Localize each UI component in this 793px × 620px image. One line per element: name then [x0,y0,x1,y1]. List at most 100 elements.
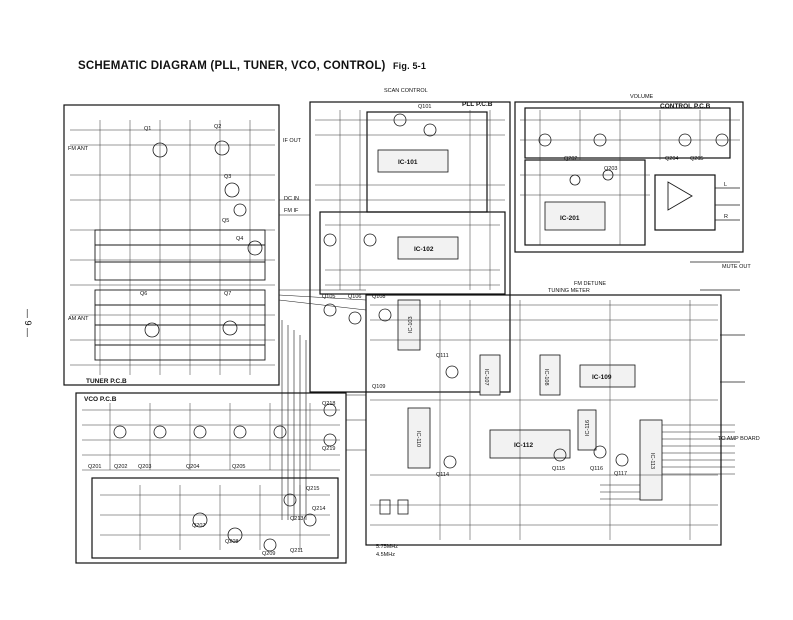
q209-label: Q209 [262,551,275,557]
control-wiring [520,110,740,245]
ic102-label: IC-102 [414,246,434,253]
pll-wiring [315,110,505,290]
ic201-chip [544,201,606,231]
tuner-wiring [70,120,275,375]
q108-label: Q108 [372,294,385,300]
vco-transistors [113,403,337,552]
transistor-q3: Q3 [224,174,240,198]
q101-label: Q101 [418,104,431,110]
vco-wiring [82,403,340,550]
tuner-board-outline [63,104,280,386]
ic107-chip [479,354,501,396]
tuning-meter-label: TUNING METER [548,288,590,294]
svg-text:Q1: Q1 [144,126,151,132]
ic109-chip [579,364,636,388]
pll-transistors [323,113,437,325]
transistor-q7: Q7 [222,291,238,336]
right-channel-label: R [724,214,728,220]
diagram-title: SCHEMATIC DIAGRAM (PLL, TUNER, VCO, CONT… [78,60,426,72]
freq-1-label: 5.75MHz [376,544,398,550]
svg-text:Q5: Q5 [222,218,229,224]
fm-detune-label: FM DETUNE [574,281,606,287]
q214-label: Q214 [312,506,325,512]
ic101-label: IC-101 [398,159,418,166]
ic116-chip [577,409,597,451]
volume-label: VOLUME [630,94,654,100]
control-ic-outline [524,159,646,246]
tuner-dense-blocks [94,229,266,361]
ic101-chip [377,149,449,173]
pll-board-label: PLL P.C.B [462,101,493,108]
transistor-q6: Q6 [140,291,160,338]
q204-label: Q204 [186,464,199,470]
q204-control-label: Q204 [665,156,678,162]
q202-label: Q202 [114,464,127,470]
ic109-label: IC-109 [592,374,612,381]
to-amp-board-label: TO AMP BOARD [718,436,760,442]
ic112-chip [489,429,571,459]
control-board-outline [514,101,744,253]
transistor-q1: Q1 [144,126,168,158]
q202-control-label: Q202 [564,156,577,162]
q208-label: Q208 [225,539,238,545]
q218-label: Q218 [322,401,335,407]
svg-text:Q4: Q4 [236,236,243,242]
fm-ant-label: FM ANT [68,146,89,152]
q201-label: Q201 [88,464,101,470]
transistor-q2: Q2 [214,124,230,156]
left-channel-label: L [724,182,727,188]
q106-label: Q106 [348,294,361,300]
ic112-label: IC-112 [514,442,534,449]
q111-label: Q111 [436,353,449,359]
ic102-section-outline [319,211,506,295]
q215-label: Q215 [306,486,319,492]
q213-label: Q213 [290,516,303,522]
ic108-chip [539,354,561,396]
q114-label: Q114 [436,472,449,478]
freq-2-label: 4.5MHz [376,552,395,558]
ic103-chip [397,299,421,351]
svg-text:Q6: Q6 [140,291,147,297]
am-ant-label: AM ANT [68,316,89,322]
ic116-label: IC-116 [585,420,591,436]
ic107-label: IC-107 [483,369,489,386]
right-edge-leads [690,187,745,383]
audio-amp-outline [654,174,716,231]
ic110-label: IC-110 [415,431,421,447]
ic102-chip [397,236,459,260]
ic113-label: IC-113 [649,453,655,469]
vco-board-outline [75,392,347,564]
dc-in-label: DC IN [284,196,299,202]
transistor-q5: Q5 [222,203,247,224]
audio-amp-symbol [667,181,693,211]
fm-if-label: FM IF [284,208,299,214]
q115-label: Q115 [552,466,565,472]
vco-subsection-outline [91,477,339,559]
logic-transistors [443,365,629,469]
svg-text:Q7: Q7 [224,291,231,297]
q116-label: Q116 [590,466,603,472]
logic-bus-right [600,424,735,500]
q211-label: Q211 [290,548,303,554]
q117-label: Q117 [614,471,627,477]
q219-label: Q219 [322,446,335,452]
tuner-board-label: TUNER P.C.B [86,378,127,385]
svg-text:Q2: Q2 [214,124,221,130]
transistor-q4: Q4 [236,236,263,256]
control-board-label: CONTROL P.C.B [660,103,711,110]
pll-board-outline [309,101,511,393]
control-transistors [538,133,729,186]
scan-control-label: SCAN CONTROL [384,88,428,94]
if-out-label: IF OUT [283,138,302,144]
q105-label: Q105 [322,294,335,300]
vco-board-label: VCO P.C.B [84,396,117,403]
q205-label: Q205 [232,464,245,470]
ic108-label: IC-108 [543,369,549,386]
figure-number: Fig. 5-1 [392,61,427,71]
q205-control-label: Q205 [690,156,703,162]
ic201-label: IC-201 [560,215,580,222]
control-top-outline [524,107,731,159]
q203-label: Q203 [138,464,151,470]
q203-control-label: Q203 [604,166,617,172]
